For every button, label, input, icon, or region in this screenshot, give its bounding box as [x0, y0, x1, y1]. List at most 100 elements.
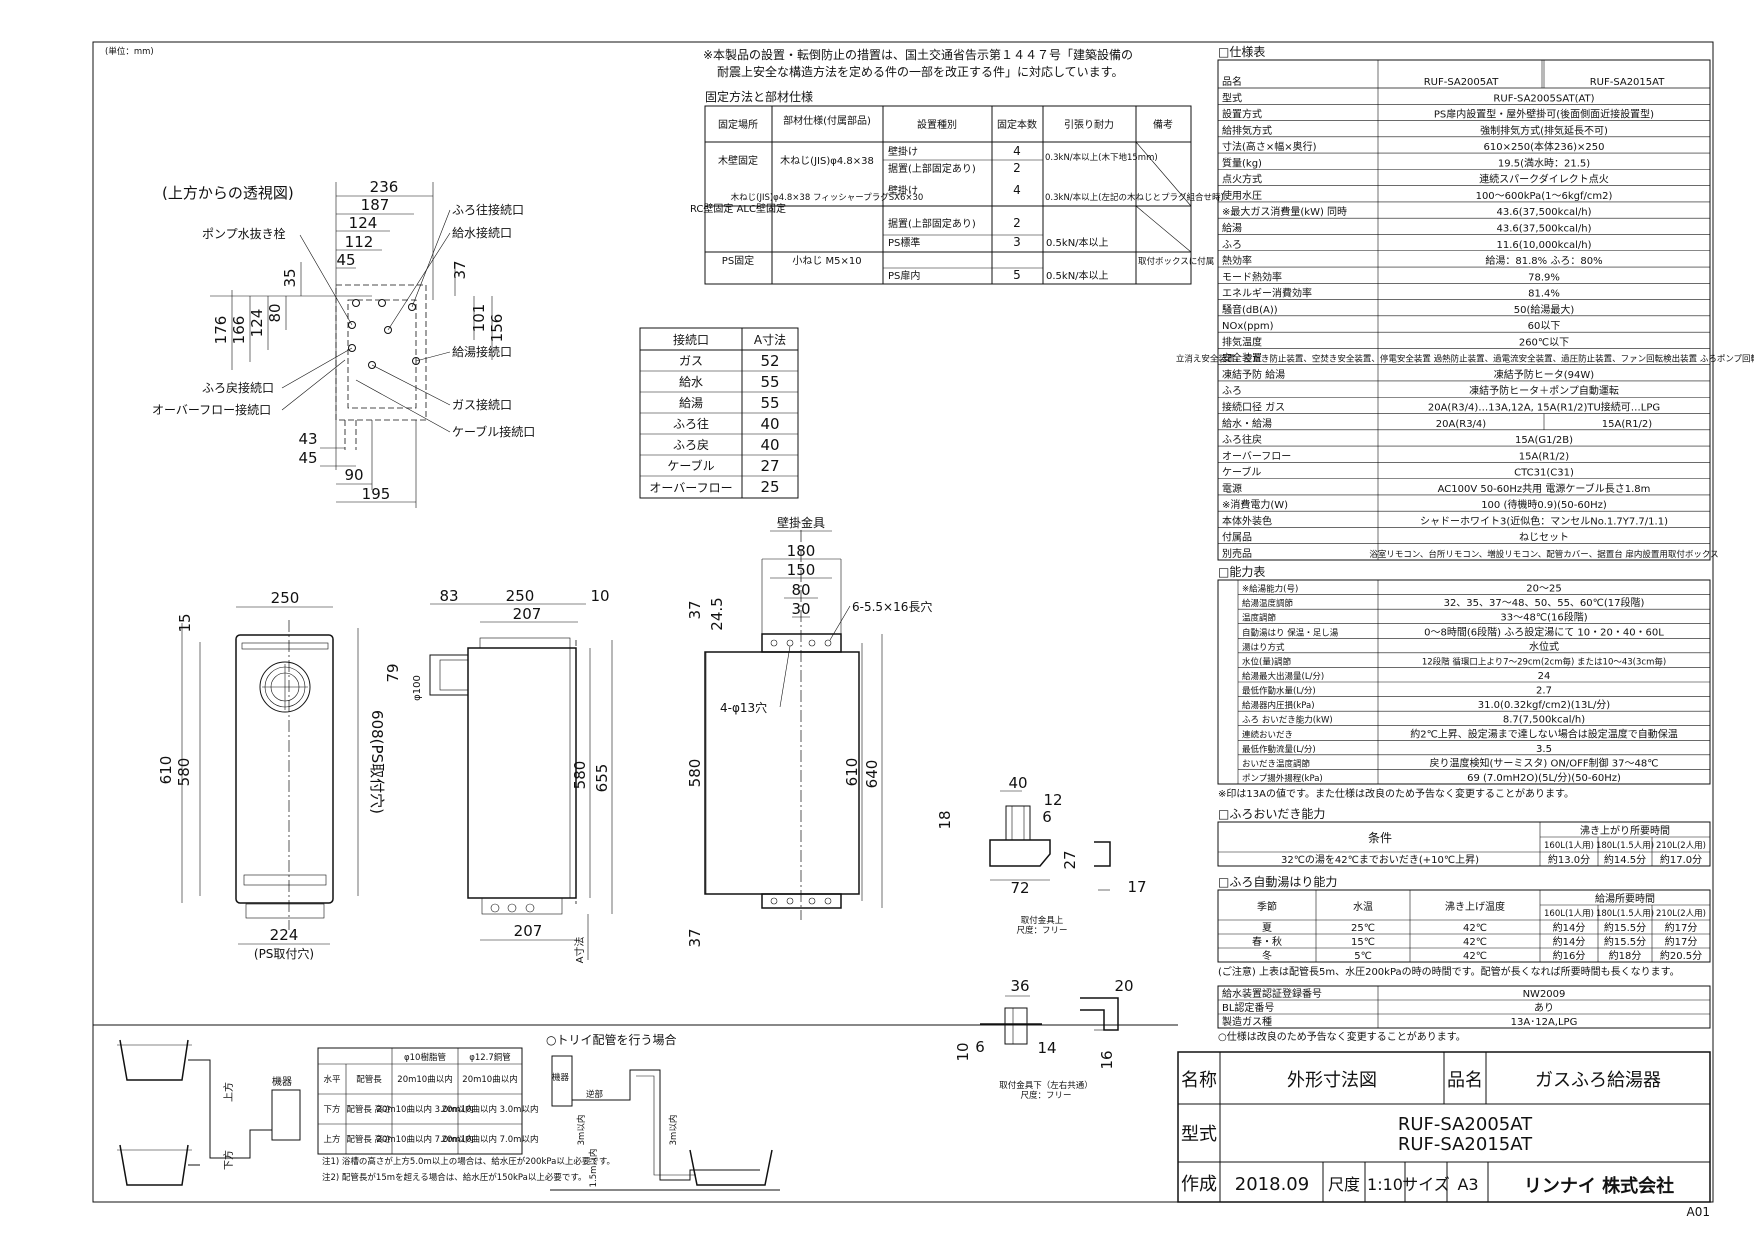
svg-text:φ12.7銅管: φ12.7銅管: [469, 1052, 511, 1063]
svg-text:設置種別: 設置種別: [917, 118, 957, 131]
svg-text:4: 4: [1013, 144, 1021, 158]
spec-value: 81.4%: [1528, 289, 1560, 300]
spec-value: 100～600kPa(1～6kgf/cm2): [1476, 191, 1613, 202]
capacity-value: 0～8時間(6段階) ふろ設定湯にて 10・20・40・60L: [1424, 625, 1664, 638]
spec-value: 19.5(満水時：21.5): [1498, 157, 1590, 169]
spec-label: エネルギー消費効率: [1222, 287, 1312, 300]
svg-text:3m以内: 3m以内: [668, 1115, 679, 1146]
spec-value: 給湯：81.8% ふろ：80%: [1485, 254, 1602, 267]
reheat-title: □ふろおいだき能力: [1218, 807, 1325, 821]
svg-text:取付金具上: 取付金具上: [1021, 915, 1064, 926]
svg-text:取付ボックスに付属: 取付ボックスに付属: [1138, 256, 1214, 267]
svg-text:A寸法: A寸法: [573, 937, 586, 964]
svg-text:27: 27: [1061, 850, 1079, 869]
svg-text:6-5.5×16長穴: 6-5.5×16長穴: [852, 599, 932, 614]
bracket-view: 壁掛金具 180 150 80 30 6-5.5×16長穴 4-φ13穴 37 …: [686, 515, 932, 948]
svg-text:5: 5: [1013, 268, 1021, 282]
capacity-label: ふろ おいだき能力(kW): [1242, 715, 1333, 726]
svg-text:640: 640: [863, 760, 881, 789]
svg-text:112: 112: [345, 233, 374, 251]
svg-text:固定本数: 固定本数: [997, 118, 1037, 131]
capacity-value: 69 (7.0mH2O)(5L/分)(50-60Hz): [1467, 772, 1621, 784]
capacity-value: 水位式: [1529, 640, 1559, 653]
spec-label: 本体外装色: [1222, 514, 1272, 527]
sheet-number: A01: [1687, 1205, 1710, 1219]
svg-text:約14.5分: 約14.5分: [1604, 853, 1646, 866]
trap-title: ○トリイ配管を行う場合: [546, 1032, 676, 1047]
svg-text:部材仕様(付属部品): 部材仕様(付属部品): [783, 114, 871, 127]
spec-value: 凍結予防ヒータ＋ポンプ自動運転: [1469, 384, 1619, 397]
svg-text:160L(1人用): 160L(1人用): [1544, 841, 1594, 851]
svg-text:接続口: 接続口: [673, 332, 709, 347]
svg-text:据置(上部固定あり): 据置(上部固定あり): [888, 217, 976, 230]
svg-text:16: 16: [1098, 1050, 1116, 1069]
svg-text:224: 224: [270, 926, 299, 944]
svg-text:0.5kN/本以上: 0.5kN/本以上: [1046, 236, 1109, 249]
spec-value: 43.6(37,500kcal/h): [1497, 207, 1592, 218]
svg-text:37: 37: [686, 928, 704, 947]
capacity-value: 12段階 循環口上より7～29cm(2cm毎) または10～43(3cm毎): [1422, 656, 1666, 667]
svg-text:20m10曲以内: 20m10曲以内: [397, 1074, 452, 1085]
svg-text:2: 2: [1013, 216, 1021, 230]
svg-text:52: 52: [760, 352, 779, 370]
capacity-label: 連続おいだき: [1242, 729, 1293, 740]
autofill-cell: 42℃: [1463, 951, 1487, 962]
autofill-cell: 約17分: [1665, 921, 1698, 934]
svg-text:上方: 上方: [323, 1134, 340, 1145]
spec-label: 騒音(dB(A)): [1222, 303, 1278, 316]
spec-label: 給水・給湯: [1222, 417, 1272, 430]
svg-text:注2) 配管長が15mを超える場合は、給水圧が150kPa以: 注2) 配管長が15mを超える場合は、給水圧が150kPa以上必要です。: [322, 1172, 587, 1183]
capacity-label: おいだき温度調節: [1242, 758, 1311, 769]
svg-text:配管長 高さ: 配管長 高さ: [346, 1104, 391, 1115]
spec-value: 強制排気方式(排気延長不可): [1480, 124, 1608, 137]
svg-text:0.3kN/本以上(木下地15mm): 0.3kN/本以上(木下地15mm): [1045, 152, 1158, 163]
capacity-label: 給湯最大出湯量(L/分): [1242, 671, 1324, 682]
autofill-note: (ご注意) 上表は配管長5m、水圧200kPaの時の時間です。配管が長くなれば所…: [1218, 965, 1680, 978]
autofill-cell: 約20.5分: [1660, 949, 1702, 962]
svg-text:90: 90: [344, 466, 363, 484]
spec-value: RUF-SA2015AT: [1590, 77, 1666, 88]
spec-value: 100 (待機時0.9)(50-60Hz): [1481, 498, 1607, 511]
autofill-cell: 約18分: [1609, 949, 1642, 962]
spec-label: ※最大ガス消費量(kW) 同時: [1222, 205, 1347, 218]
svg-text:3: 3: [1013, 235, 1021, 249]
svg-text:580: 580: [686, 759, 704, 788]
spec-value: RUF-SA2005SAT(AT): [1493, 93, 1594, 104]
svg-text:10: 10: [590, 587, 609, 605]
spec-value: CTC31(C31): [1514, 468, 1574, 479]
title-block: 名称 外形寸法図 品名 ガスふろ給湯器 型式 RUF-SA2005AT RUF-…: [1177, 1051, 1711, 1203]
svg-text:20m10曲以内 3.0m以内: 20m10曲以内 3.0m以内: [442, 1104, 539, 1115]
spec-value: ねじセット: [1519, 532, 1569, 544]
svg-text:6: 6: [975, 1038, 985, 1056]
svg-text:24.5: 24.5: [708, 597, 726, 630]
notice-line-1: ※本製品の設置・転倒防止の措置は、国土交通省告示第１４４７号「建築設備の: [703, 47, 1133, 62]
autofill-cell: 5℃: [1354, 951, 1372, 962]
spec-label: ケーブル: [1222, 466, 1261, 479]
spec-label: ※消費電力(W): [1222, 498, 1288, 511]
svg-text:NW2009: NW2009: [1523, 989, 1566, 1000]
company-name: リンナイ 株式会社: [1524, 1175, 1674, 1197]
capacity-value: 20～25: [1526, 584, 1561, 595]
piping-panel: 機器 上方 下方 φ10樹脂管 φ12.7銅管 水平 配管長 20m10曲以内 …: [93, 1024, 1178, 1191]
spec-label: 排気温度: [1222, 335, 1262, 348]
capacity-value: 31.0(0.32kgf/cm2)(13L/分): [1478, 699, 1611, 711]
svg-text:PS固定: PS固定: [722, 254, 754, 267]
svg-text:備考: 備考: [1153, 118, 1173, 131]
spec-label: 熱効率: [1222, 254, 1252, 267]
svg-text:250: 250: [506, 587, 535, 605]
svg-text:木ねじ(JIS)φ4.8×38: 木ねじ(JIS)φ4.8×38: [780, 155, 874, 167]
svg-text:124: 124: [349, 214, 378, 232]
spec-value: 50(給湯最大): [1514, 303, 1575, 316]
svg-text:72: 72: [1010, 879, 1029, 897]
svg-text:55: 55: [760, 373, 779, 391]
capacity-label: 最低作動流量(L/分): [1242, 744, 1316, 755]
top-view: (上方からの透視図) 236 187 124 112 45 176 166 12…: [152, 178, 535, 508]
spec-value: 20A(R3/4)…13A,12A, 15A(R1/2)TU接続可…LPG: [1428, 401, 1660, 414]
svg-text:壁掛け: 壁掛け: [888, 184, 918, 197]
svg-text:据置(上部固定あり): 据置(上部固定あり): [888, 162, 976, 175]
svg-text:101: 101: [470, 304, 488, 333]
svg-text:沸き上げ温度: 沸き上げ温度: [1445, 900, 1505, 913]
capacity-value: 約2℃上昇、設定湯まで達しない場合は設定温度で自動保温: [1410, 727, 1678, 740]
